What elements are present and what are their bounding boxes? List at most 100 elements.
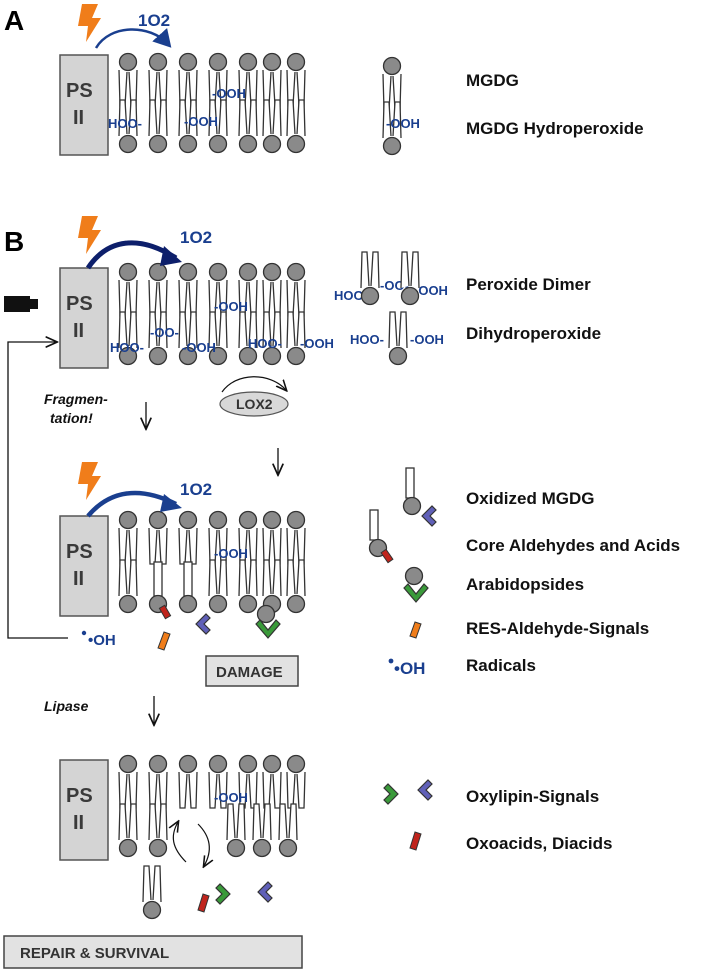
ps2-box-b-top: PS II [59,267,109,369]
lightning-icon [78,462,101,500]
arabidopside-head [256,604,276,624]
singlet-oxygen-label: 1O2 [180,480,212,499]
lipid-icon [262,510,282,565]
lipid-icon [178,754,198,809]
lipid-icon [238,559,258,614]
lipid-icon [286,559,306,614]
ps2-label-line1: PS [66,293,93,315]
arabidopside-head [404,566,424,586]
lipase-label: Lipase [44,698,89,714]
res-aldehyde-icon [157,631,171,651]
lipid-icon [118,52,138,107]
fragmentation-label-1: Fragmen- [44,391,108,407]
lipid-icon [252,803,272,858]
lipid-icon [286,510,306,565]
legend-dihydroperoxide: Dihydroperoxide [466,324,601,343]
hydroperoxide-label: -OOH [214,790,248,805]
lipid-icon [262,99,282,154]
dimer-mark: HOO- [334,288,368,303]
lipid-icon [238,52,258,107]
arabidopside-icon [255,619,281,639]
legend-arabidopsides: Arabidopsides [466,575,584,594]
lipid-icon [148,99,168,154]
lipid-icon [208,52,228,107]
ps2-label-line2: II [73,320,84,342]
lipid-icon [178,510,198,565]
exchange-arrow-down [197,823,209,866]
singlet-oxygen-arrowhead [160,246,182,266]
oxylipin-icon [383,783,399,805]
lox2-enzyme [219,391,289,417]
panel-b-label: B [4,226,24,257]
repair-box [3,935,303,969]
hydroperoxide-label: -OOH [184,114,218,129]
legend-oxoacids: Oxoacids, Diacids [466,834,612,853]
lipid-icon [238,510,258,565]
hydroperoxide-label: HOO- [248,336,282,351]
lox2-cycle-arrow [221,376,286,393]
lipid-icon [148,52,168,107]
core-aldehyde-icon [368,509,394,564]
lipid-icon [208,510,228,565]
radical-dot [388,658,394,664]
oxylipin-icon [215,883,231,905]
legend-oxylipin: Oxylipin-Signals [466,787,599,806]
lightning-icon [78,4,101,42]
lipid-icon [238,311,258,366]
ps2-label-line2: II [73,568,84,590]
lipid-icon [178,99,198,154]
legend-lipid-icon [382,56,402,111]
lipid-icon [238,754,258,809]
lipid-icon [178,311,198,366]
lipid-icon [286,262,306,317]
lipid-icon [208,559,228,614]
lipid-icon [178,262,198,317]
exchange-arrow-up [173,822,187,863]
singlet-oxygen-arrow [94,28,172,49]
lipid-icon [118,559,138,614]
repair-label: REPAIR & SURVIVAL [20,945,169,962]
lipid-icon [118,803,138,858]
hydroperoxide-label: HOO- [108,116,142,131]
lipid-icon [286,754,306,809]
damage-label: DAMAGE [216,664,283,681]
lipid-icon [286,52,306,107]
peroxide-bridge-label: -OO- [150,325,179,340]
lipid-icon [208,754,228,809]
lipid-icon [148,311,168,366]
res-aldehyde-icon [409,621,422,639]
dimer-lipid-icon [360,251,380,306]
lipid-icon [262,754,282,809]
legend-radical-mark: •OH [394,659,425,678]
ps2-box-a: PS II [59,54,109,156]
legend-lipid-icon [382,101,402,156]
lipid-icon [178,52,198,107]
lipid-icon [148,754,168,809]
lipid-icon [262,52,282,107]
singlet-oxygen-label: 1O2 [180,228,212,247]
dimer-lipid-icon [400,251,420,306]
ps2-label-line1: PS [66,80,93,102]
legend-core-aldehydes: Core Aldehydes and Acids [466,536,680,555]
legend-oxidized-mgdg: Oxidized MGDG [466,489,594,508]
lipid-icon [286,99,306,154]
panel-a-label: A [4,5,24,36]
lipid-icon [238,99,258,154]
ps2-box-b-middle: PS II [59,515,109,617]
lightning-icon [78,216,101,254]
ps2-box-b-bottom: PS II [59,759,109,861]
lipid-icon [278,803,298,858]
lipid-icon [148,510,168,565]
ps2-label-line2: II [73,812,84,834]
oxylipin-icon [417,779,433,801]
oxoacid-icon [197,893,210,913]
lipid-icon [118,510,138,565]
oxidized-mgdg-icon [402,467,437,527]
lipid-icon [226,803,246,858]
legend-peroxide-dimer: Peroxide Dimer [466,275,591,294]
oxylipin-icon [257,881,273,903]
oxylipin-icon [195,613,211,635]
ps2-label-line1: PS [66,541,93,563]
hydroperoxide-label: -OOH [182,340,216,355]
